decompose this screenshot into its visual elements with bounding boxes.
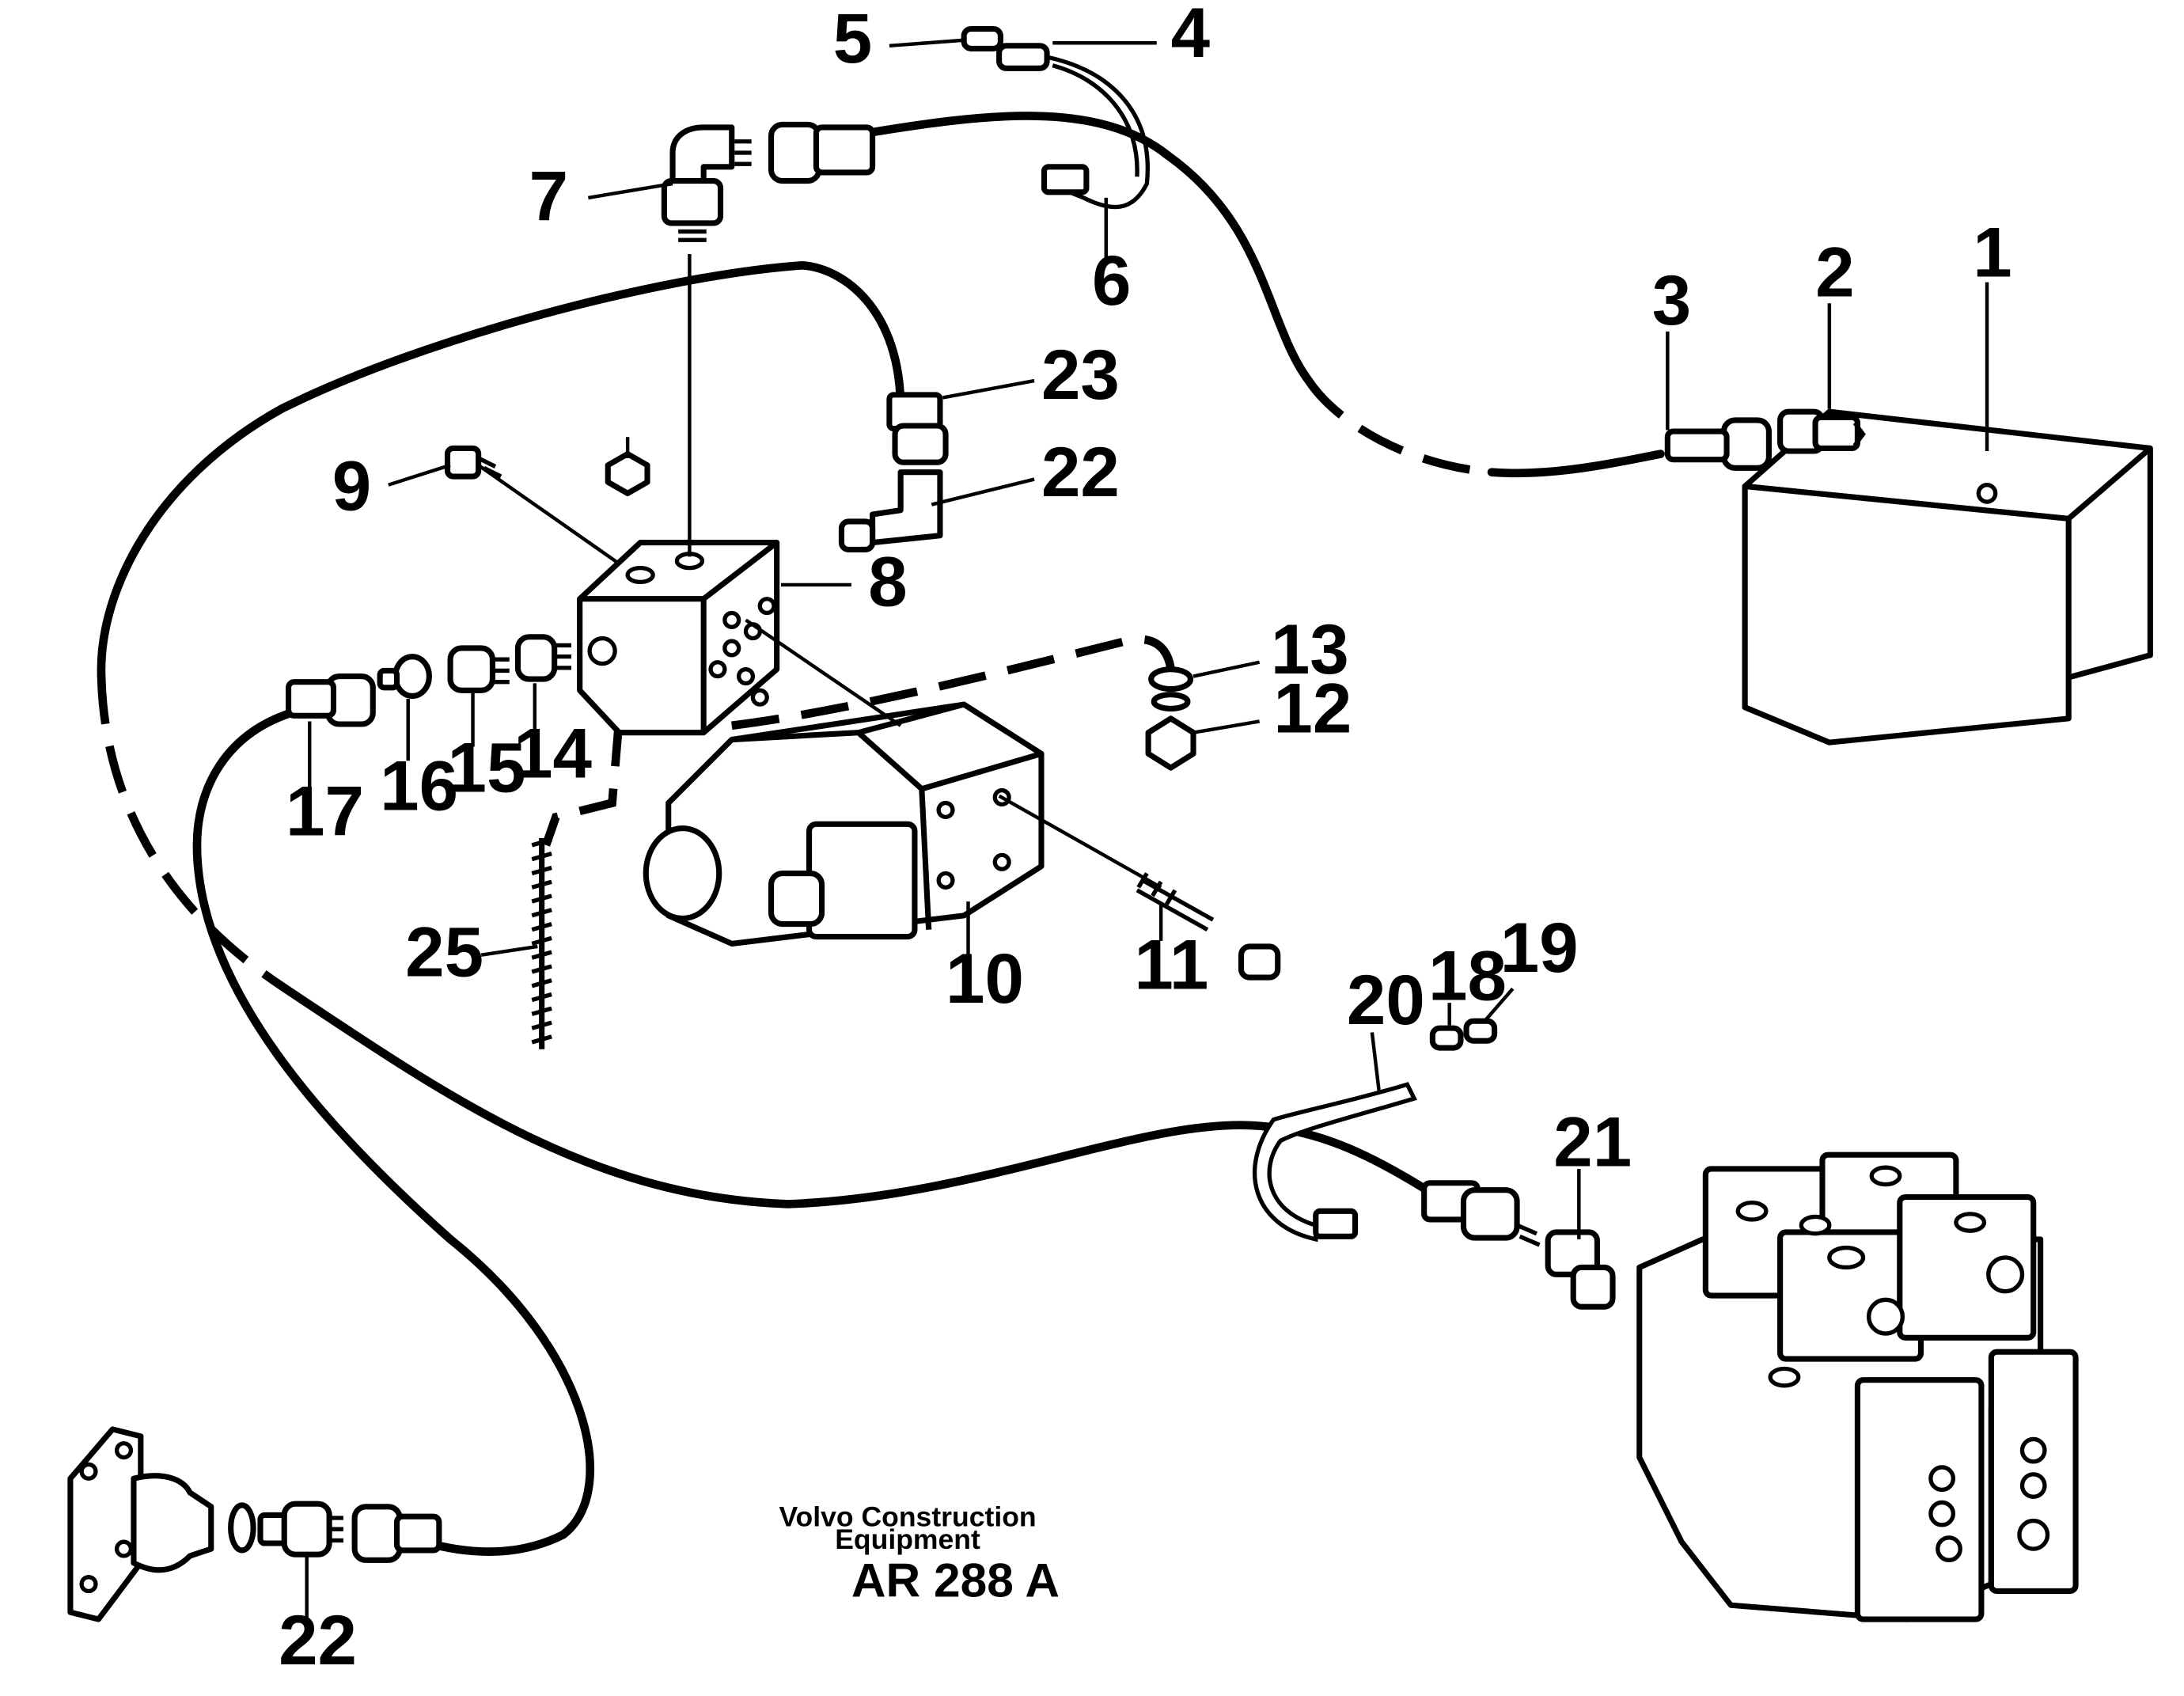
callout-22-lower: 22 [279,1601,357,1679]
callout-23: 23 [1041,336,1120,414]
callout-10: 10 [946,939,1024,1018]
fittings-14-17 [286,634,572,727]
callout-12: 12 [1273,670,1352,748]
clip-18-19-20 [1252,1018,1498,1243]
callout-7: 7 [529,157,568,235]
callout-25: 25 [405,913,483,991]
callout-1: 1 [1973,213,2011,291]
callout-18: 18 [1428,937,1507,1015]
solenoid-valve-10 [643,701,1045,947]
callout-6: 6 [1092,241,1131,320]
screw-9 [444,445,502,480]
callout-19: 19 [1500,909,1579,987]
callout-11: 11 [1134,925,1208,1004]
credit-line-1: Volvo Construction [779,1501,1036,1533]
callout-4: 4 [1171,0,1210,72]
screw-11 [1136,872,1281,981]
fitting-2 [1777,408,1866,454]
fitting-21 [1421,1180,1616,1310]
block-8 [577,540,780,736]
callout-3: 3 [1652,261,1691,340]
callout-20: 20 [1347,961,1425,1039]
elbow-7 [661,121,876,242]
control-valve [1636,1152,2079,1622]
drawing-code: AR 288 A [851,1554,1060,1607]
credit-line-2: Equipment [835,1523,980,1555]
leader-lines [305,38,1989,1620]
nut-3 [1664,417,1772,471]
callout-2: 2 [1815,233,1854,311]
rod-25 [531,837,552,1049]
flange-fitting-22 [67,1426,442,1622]
nut-top [605,451,650,496]
callout-15: 15 [448,728,526,806]
fitting-23 [838,392,949,553]
callout-14: 14 [514,715,592,793]
callout-17: 17 [286,772,364,850]
credit-block: Volvo Construction Equipment AR 288 A [779,1501,1060,1607]
callout-21: 21 [1553,1102,1632,1181]
callout-22-upper: 22 [1041,433,1120,511]
callout-9: 9 [332,447,371,525]
callout-8: 8 [868,543,907,621]
nut-12-washer-13 [1145,666,1196,771]
callout-16: 16 [380,746,458,825]
hose-lines [97,112,1665,1556]
clip-4-5-6 [961,25,1150,210]
callout-labels: 1 2 3 4 5 6 7 8 9 10 11 12 13 14 15 16 1… [279,0,2012,1679]
callout-13: 13 [1271,610,1349,689]
component-1-box [1742,408,2153,746]
callout-5: 5 [833,0,872,78]
